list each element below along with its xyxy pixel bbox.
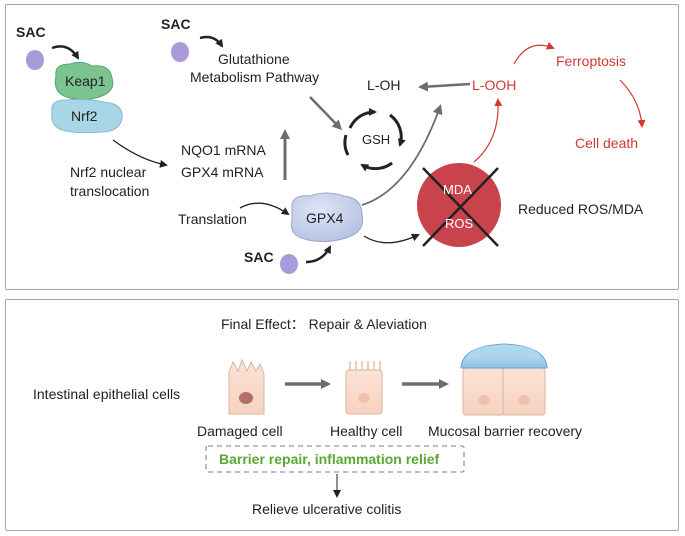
final-effect-title: Final Effect： Repair & Aleviation bbox=[221, 316, 427, 332]
cross-out-icon bbox=[422, 167, 499, 247]
gpx4-mrna-label: GPX4 mRNA bbox=[181, 164, 264, 180]
sac-to-glutathione-arrow bbox=[199, 35, 224, 48]
nuclear-translocation-line2: translocation bbox=[70, 183, 150, 199]
mucosal-barrier-icon bbox=[460, 343, 548, 416]
gpx4-label: GPX4 bbox=[306, 210, 344, 226]
damaged-cell-label: Damaged cell bbox=[197, 423, 283, 439]
looh-to-ferroptosis-arrow bbox=[513, 42, 555, 65]
ferroptosis-to-death-arrow bbox=[619, 79, 646, 128]
ros-to-looh-arrow bbox=[473, 98, 503, 163]
gsh-cycle-icon bbox=[343, 107, 406, 172]
glutathione-line2: Metabolism Pathway bbox=[190, 69, 320, 85]
barrier-repair-label: Barrier repair, inflammation relief bbox=[219, 451, 440, 467]
translation-label: Translation bbox=[178, 211, 247, 227]
sac-label: SAC bbox=[161, 16, 191, 32]
nuclear-translocation-arrow bbox=[112, 139, 168, 168]
loh-label: L-OH bbox=[367, 77, 401, 93]
glutathione-line1: Glutathione bbox=[218, 51, 290, 67]
ferroptosis-label: Ferroptosis bbox=[556, 53, 627, 69]
mechanism-panel bbox=[5, 4, 679, 290]
healthy-cell-icon bbox=[345, 361, 383, 415]
healthy-cell-label: Healthy cell bbox=[330, 423, 403, 439]
keap1-label: Keap1 bbox=[65, 73, 106, 89]
final-effect-panel bbox=[5, 299, 679, 531]
nqo1-mrna-label: NQO1 mRNA bbox=[181, 142, 266, 158]
sac-label: SAC bbox=[244, 249, 274, 265]
sac-label: SAC bbox=[16, 24, 46, 40]
cell-death-label: Cell death bbox=[575, 135, 639, 151]
sac-molecule-icon bbox=[26, 50, 44, 70]
damaged-cell-icon bbox=[228, 358, 265, 415]
sac-molecule-icon bbox=[171, 42, 189, 62]
relieve-colitis-label: Relieve ulcerative colitis bbox=[252, 501, 402, 517]
nrf2-label: Nrf2 bbox=[71, 108, 98, 124]
gsh-label: GSH bbox=[362, 132, 391, 147]
looh-to-loh-arrow bbox=[418, 81, 471, 92]
gpx4-to-loh-arrow bbox=[361, 104, 443, 206]
sac-to-gpx4-arrow bbox=[305, 245, 332, 264]
gpx4-protein-icon bbox=[290, 192, 364, 243]
reduced-ros-mda-label: Reduced ROS/MDA bbox=[518, 201, 644, 217]
looh-label: L-OOH bbox=[472, 77, 517, 93]
mucosal-recovery-label: Mucosal barrier recovery bbox=[428, 423, 583, 439]
nrf2-protein-icon bbox=[51, 98, 123, 134]
translation-arrow bbox=[239, 202, 290, 216]
nuclear-translocation-line1: Nrf2 nuclear bbox=[70, 164, 147, 180]
mda-label: MDA bbox=[443, 182, 472, 197]
sac-molecule-icon bbox=[280, 254, 298, 274]
intestinal-epithelial-label: Intestinal epithelial cells bbox=[33, 386, 181, 402]
gpx4-to-ros-arrow bbox=[363, 233, 420, 244]
ros-label: ROS bbox=[445, 216, 474, 231]
keap1-protein-icon bbox=[54, 61, 114, 101]
glutathione-to-gsh-arrow bbox=[309, 96, 343, 131]
barrier-repair-box bbox=[205, 445, 465, 473]
sac-to-keap1-arrow bbox=[51, 45, 80, 60]
